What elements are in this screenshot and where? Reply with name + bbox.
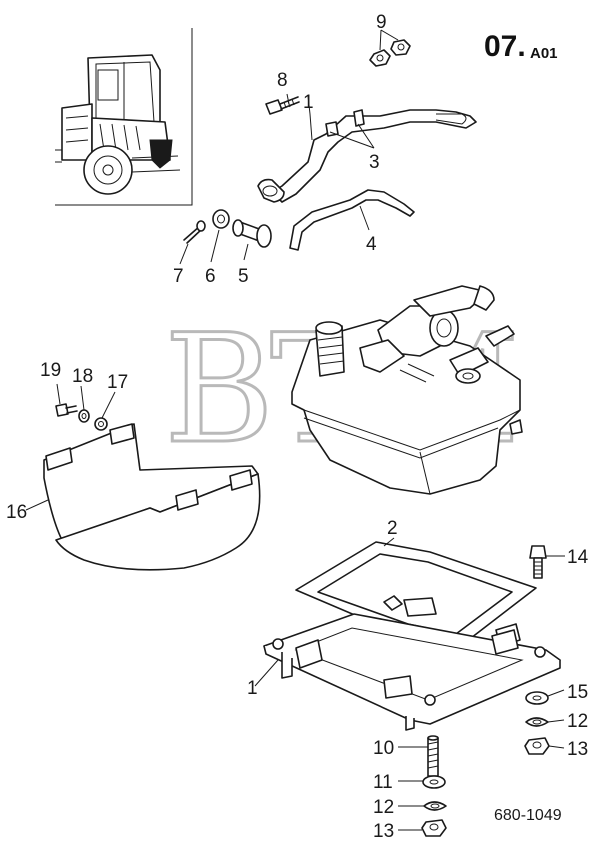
callout-17: 17 — [107, 372, 128, 393]
callout-14: 14 — [567, 547, 589, 568]
fuel-tank — [291, 285, 523, 495]
stud-hardware-left — [421, 735, 447, 837]
tractor-inset — [55, 28, 193, 206]
callout-12-right: 12 — [567, 711, 588, 732]
bolt-hardware-right — [524, 545, 550, 755]
callout-3: 3 — [369, 152, 380, 173]
page-code-suffix: A01 — [530, 45, 558, 62]
callout-5: 5 — [238, 266, 249, 287]
callout-labels: 8 9 1 3 4 5 6 7 19 18 17 16 2 1 14 15 12… — [6, 12, 589, 842]
callout-15: 15 — [567, 682, 588, 703]
document-number: 680-1049 — [494, 807, 562, 824]
callout-9: 9 — [376, 12, 387, 33]
page-code: 07. — [484, 30, 526, 63]
callout-19: 19 — [40, 360, 61, 381]
callout-4: 4 — [366, 234, 377, 255]
callout-6: 6 — [205, 266, 216, 287]
leader-lines — [25, 29, 565, 831]
callout-7: 7 — [173, 266, 184, 287]
strap-bracket-assembly — [257, 39, 477, 251]
callout-1-bottom: 1 — [247, 678, 258, 699]
callout-12-left: 12 — [373, 797, 394, 818]
callout-10: 10 — [373, 738, 394, 759]
pin-fastener-set — [183, 209, 272, 248]
callout-2: 2 — [387, 518, 398, 539]
callout-1-top: 1 — [303, 92, 314, 113]
callout-11: 11 — [373, 772, 393, 793]
tank-base-frame — [263, 613, 561, 731]
callout-13-left: 13 — [373, 821, 394, 842]
callout-13-right: 13 — [567, 739, 588, 760]
callout-18: 18 — [72, 366, 93, 387]
callout-8: 8 — [277, 70, 288, 91]
tank-shield — [43, 403, 261, 571]
callout-16: 16 — [6, 502, 27, 523]
